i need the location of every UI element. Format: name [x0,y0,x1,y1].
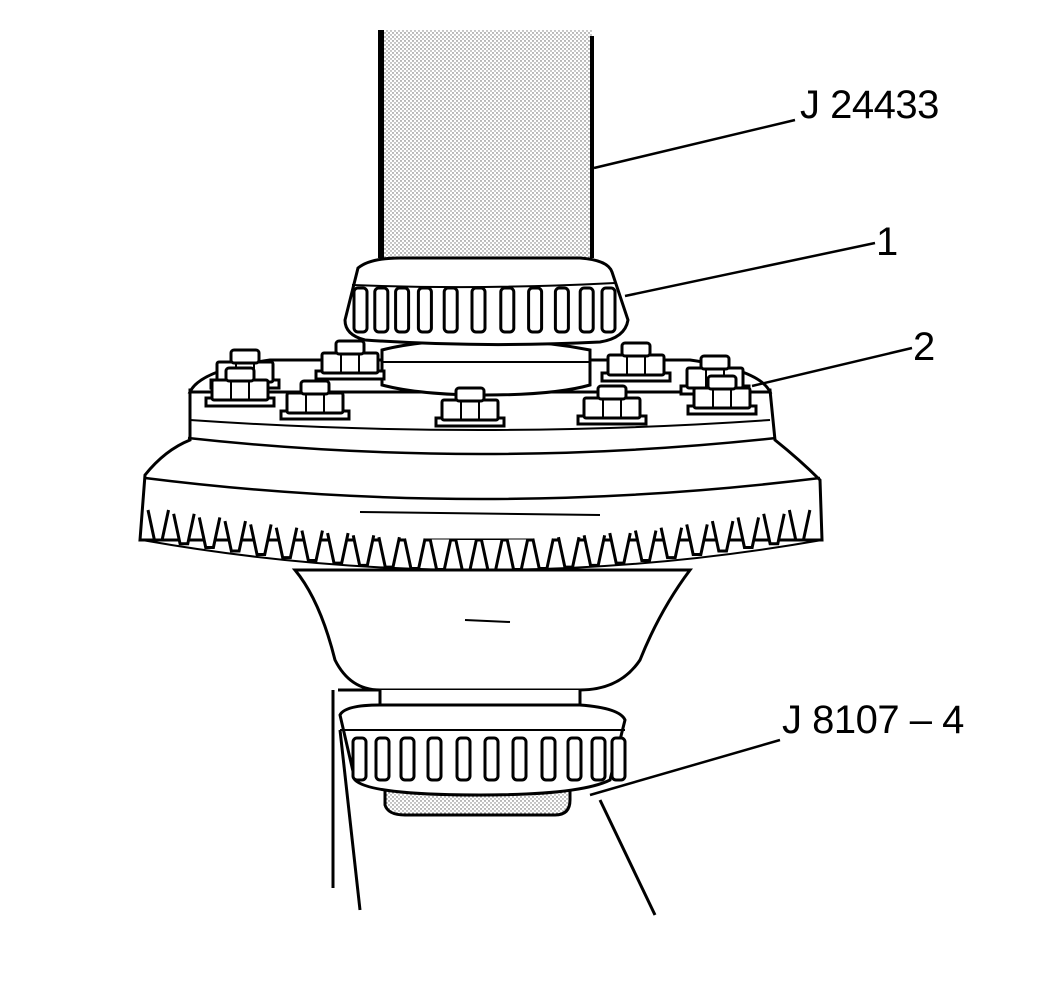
gear-tooth [351,535,376,567]
gear-tooth [454,539,478,572]
leader-item-2 [751,346,913,388]
differential-case-body [291,568,693,692]
gear-tooth [249,524,273,556]
bearing-roller [578,286,595,334]
bearing-roller [511,736,528,782]
gear-tooth [172,513,196,546]
bearing-roller [483,736,500,782]
bearing-roller [426,736,443,782]
gear-tooth [531,538,555,571]
bearing-roller [610,736,627,782]
gear-tooth [326,532,350,565]
gear-tooth [428,539,453,571]
callout-j8107-4: J 8107 – 4 [782,698,964,742]
leader-lines [589,118,913,797]
gear-tooth [300,530,324,563]
bolt-top [334,339,366,356]
bearing-roller [540,736,557,782]
installer-tool-shaft [378,30,594,270]
gear-tooth [582,535,607,567]
bearing-roller [527,286,544,334]
support-stand-legs [331,688,657,916]
bolt-top [229,348,261,365]
leader-item-1 [624,241,876,298]
bearing-roller [442,286,459,334]
bolt-head [285,391,345,415]
bolt-head [606,353,666,377]
gear-tooth [274,527,299,560]
gear-tooth [608,532,632,565]
gear-tooth [685,524,709,556]
bearing-roller [352,286,369,334]
ring-gear-teeth [141,509,823,572]
leader-j24433 [593,118,796,170]
callout-j24433: J 24433 [800,83,939,127]
center-boss [380,338,592,397]
gear-tooth [736,517,761,549]
bolt-top [596,384,628,401]
bolt-head [692,386,752,410]
bearing-roller [590,736,607,782]
bolt-top [454,386,486,403]
gear-tooth [505,539,530,571]
gear-tooth-root [141,539,823,571]
gear-tooth [146,509,170,542]
callout-item-1: 1 [876,220,898,264]
bearing-roller [416,286,433,334]
gear-tooth [633,530,658,563]
ring-gear-bolts [204,339,758,428]
upper-bearing-rollers [352,286,617,334]
gear-tooth [556,536,581,569]
leader-j8107-4 [589,738,781,797]
gear-tooth [762,513,786,546]
bolt-head [320,351,380,375]
bolt-head [582,396,642,420]
lower-tool-plug [383,788,572,817]
bolt-top [620,341,652,358]
bearing-roller [455,736,472,782]
gear-tooth [480,539,504,572]
bearing-roller [373,286,390,334]
callout-item-2: 2 [913,325,935,369]
bolt-top [224,366,256,383]
bearing-roller [351,736,368,782]
bearing-roller [399,736,416,782]
gear-tooth [197,517,222,549]
gear-tooth [710,520,735,553]
bolt-head [440,398,500,422]
gear-tooth [403,538,427,571]
bearing-roller [600,286,617,334]
bearing-roller [394,286,411,334]
gear-tooth [787,509,812,542]
gear-tooth [377,536,401,569]
gear-tooth [223,520,247,553]
gear-tooth [659,527,684,560]
bolt-top [706,374,738,391]
bearing-roller [470,286,487,334]
bearing-roller [499,286,516,334]
bearing-roller [374,736,391,782]
bearing-roller [553,286,570,334]
bolt-top [699,354,731,371]
bolt-head [210,378,270,402]
lower-bearing-rollers [351,736,627,782]
bearing-roller [566,736,583,782]
bolt-top [299,379,331,396]
